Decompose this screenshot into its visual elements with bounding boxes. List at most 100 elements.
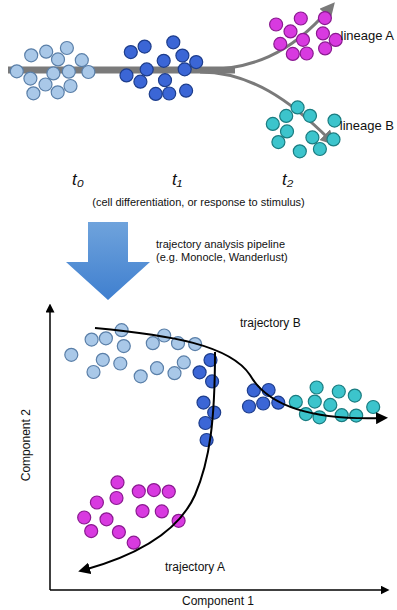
- cell-dot: [52, 53, 65, 66]
- cell-dot: [197, 396, 210, 409]
- time-label: t₂: [282, 170, 293, 190]
- cell-dot: [180, 84, 193, 97]
- time-label: t₁: [172, 170, 182, 190]
- pipeline-note: trajectory analysis pipeline (e.g. Monoc…: [156, 238, 306, 264]
- cell-dot: [306, 131, 319, 144]
- cell-dot: [124, 46, 137, 59]
- cell-dot: [297, 33, 310, 46]
- cell-dot: [65, 348, 78, 361]
- cell-dot: [293, 145, 306, 158]
- cell-dot: [190, 56, 203, 69]
- lineage-label: lineage B: [340, 118, 394, 134]
- cell-dot: [281, 125, 294, 138]
- lineage-paths: [8, 8, 330, 140]
- trajectory-label: trajectory A: [165, 560, 225, 574]
- cell-dot: [199, 417, 212, 430]
- cell-dots: [10, 12, 379, 550]
- cell-dot: [111, 476, 124, 489]
- cell-dot: [99, 332, 112, 345]
- cell-dot: [134, 75, 147, 88]
- cell-dot: [318, 12, 331, 25]
- cell-dot: [291, 101, 304, 114]
- axis-label: Component 1: [182, 594, 254, 608]
- cell-dot: [274, 37, 287, 50]
- cell-dot: [159, 74, 172, 87]
- cell-dot: [85, 333, 98, 346]
- cell-dot: [270, 18, 283, 31]
- cell-dot: [47, 67, 60, 80]
- cell-dot: [176, 49, 189, 62]
- cell-dot: [286, 47, 299, 60]
- cell-dot: [350, 409, 363, 422]
- cell-dot: [266, 117, 279, 130]
- cell-dot: [60, 42, 73, 55]
- cell-dot: [85, 525, 98, 538]
- lineage-label: lineage A: [341, 28, 395, 44]
- cell-dot: [300, 47, 313, 60]
- cell-dot: [114, 357, 127, 370]
- cell-dot: [272, 136, 285, 149]
- time-label: t₀: [72, 170, 84, 190]
- cell-dot: [177, 356, 190, 369]
- cell-dot: [313, 143, 326, 156]
- cell-dot: [138, 40, 151, 53]
- cell-dot: [90, 496, 103, 509]
- cell-dot: [304, 109, 317, 122]
- cell-dot: [64, 80, 77, 93]
- cell-dot: [10, 65, 23, 78]
- cell-dot: [96, 353, 109, 366]
- cell-dot: [327, 133, 340, 146]
- cell-dot: [132, 485, 145, 498]
- cell-dot: [316, 27, 329, 40]
- cell-dot: [319, 42, 332, 55]
- cell-dot: [110, 492, 123, 505]
- cell-dot: [25, 49, 38, 62]
- cell-dot: [367, 401, 380, 414]
- cell-dot: [335, 409, 348, 422]
- cell-dot: [178, 63, 191, 76]
- cell-dot: [284, 25, 297, 38]
- cell-dot: [328, 114, 341, 127]
- cell-dot: [112, 526, 125, 539]
- axis-label: Component 2: [19, 409, 33, 481]
- cell-dot: [151, 362, 164, 375]
- caption-note: (cell differentiation, or response to st…: [92, 196, 305, 209]
- cell-dot: [78, 511, 91, 524]
- cell-dot: [62, 65, 75, 78]
- cell-dot: [206, 375, 219, 388]
- cell-dot: [117, 340, 130, 353]
- cell-dot: [348, 389, 361, 402]
- axes: [50, 308, 385, 590]
- cell-dot: [140, 63, 153, 76]
- cell-dot: [193, 366, 206, 379]
- cell-dot: [162, 485, 175, 498]
- cell-dot: [324, 398, 337, 411]
- trajectory-curves: [84, 328, 382, 570]
- cell-dot: [82, 66, 95, 79]
- cell-dot: [329, 33, 342, 46]
- cell-dot: [127, 536, 140, 549]
- cell-dot: [87, 366, 100, 379]
- cell-dot: [146, 337, 159, 350]
- cell-dot: [27, 87, 40, 100]
- cell-dot: [100, 513, 113, 526]
- cell-dot: [155, 505, 168, 518]
- cell-dot: [147, 484, 160, 497]
- pipeline-arrow: [66, 222, 150, 300]
- cell-dot: [51, 86, 64, 99]
- cell-dot: [24, 72, 37, 85]
- cell-dot: [120, 69, 133, 82]
- cell-dot: [136, 505, 149, 518]
- cell-dot: [308, 395, 321, 408]
- cell-dot: [280, 109, 293, 122]
- cell-dot: [167, 36, 180, 49]
- trajectory-label: trajectory B: [240, 316, 301, 330]
- cell-dot: [75, 54, 88, 67]
- cell-dot: [294, 12, 307, 25]
- cell-dot: [39, 78, 52, 91]
- cell-dot: [243, 400, 256, 413]
- cell-dot: [332, 385, 345, 398]
- cell-dot: [163, 87, 176, 100]
- cell-dot: [257, 397, 270, 410]
- cell-dot: [134, 370, 147, 383]
